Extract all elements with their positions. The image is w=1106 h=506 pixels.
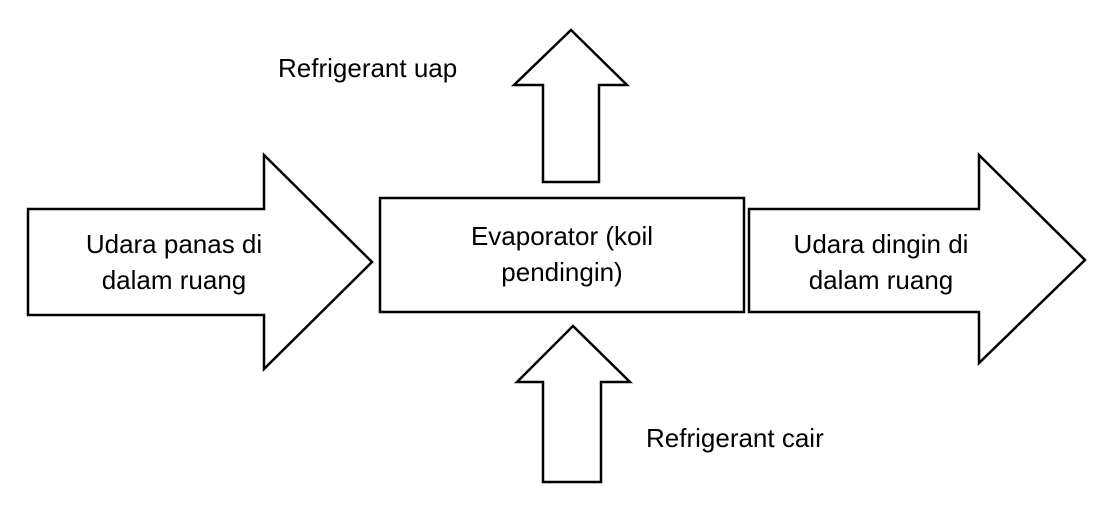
- refrigerant-liquid-label: Refrigerant cair: [646, 423, 824, 453]
- input-air-arrow: [26, 152, 374, 372]
- output-air-arrow: [747, 152, 1087, 366]
- refrigerant-liquid-arrow: [513, 324, 634, 484]
- evaporator-label: Evaporator (koil pendingin): [380, 218, 744, 290]
- evaporator-box: [378, 196, 746, 314]
- output-air-label-line2: dalam ruang: [808, 265, 954, 295]
- refrigerant-vapor-label: Refrigerant uap: [278, 53, 458, 83]
- evaporator-label-line1: Evaporator (koil: [470, 221, 654, 251]
- input-air-label-line2: dalam ruang: [101, 265, 247, 295]
- output-air-label: Udara dingin di dalam ruang: [756, 226, 1006, 298]
- output-air-label-line1: Udara dingin di: [793, 229, 969, 259]
- refrigerant-vapor-arrow: [510, 28, 631, 184]
- input-air-label-line1: Udara panas di: [85, 229, 263, 259]
- input-air-label: Udara panas di dalam ruang: [38, 226, 310, 298]
- evaporator-label-line2: pendingin): [501, 257, 623, 287]
